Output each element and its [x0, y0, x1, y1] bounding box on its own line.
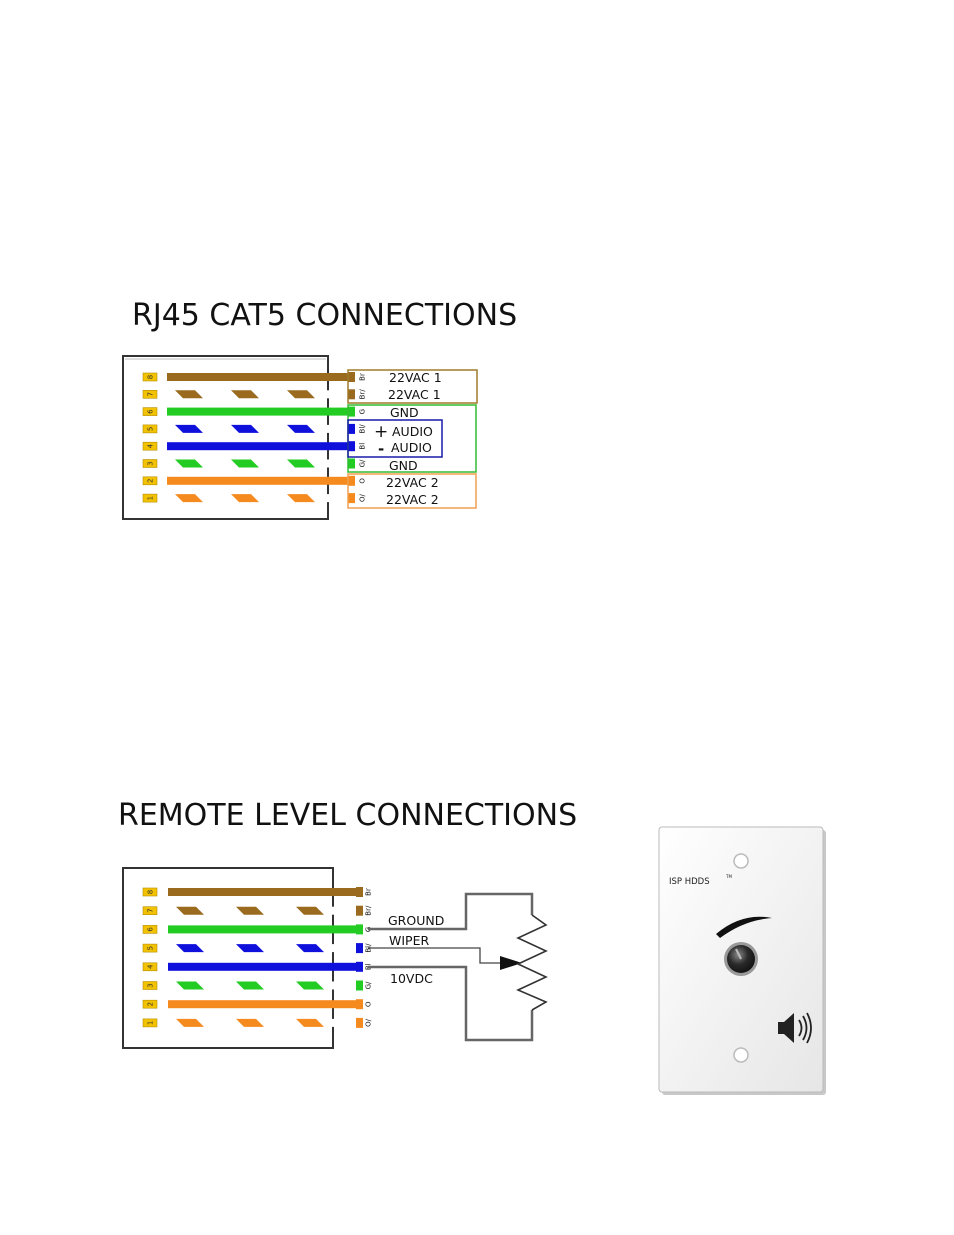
wire-label: AUDIO: [392, 424, 433, 439]
remote-wall-plate: ISP HDDS TM: [659, 827, 826, 1095]
wire-bl: [168, 963, 358, 971]
wire-bl: [167, 442, 350, 450]
pin-number: 7: [147, 392, 155, 396]
wire-terminal: [356, 981, 363, 991]
wire-terminal: [348, 459, 355, 469]
wire-terminal: [356, 962, 363, 972]
wire-color-code: Bl/: [359, 424, 367, 434]
wire-terminal: [356, 943, 363, 953]
wire-terminal: [348, 372, 355, 382]
pin-number: 2: [147, 479, 155, 483]
wire-label: GND: [389, 458, 418, 473]
wire-terminal: [356, 924, 363, 934]
wire-terminal: [348, 441, 355, 451]
wire-o: [168, 1000, 358, 1008]
wire-terminal: [356, 906, 363, 916]
wire-color-code: O: [365, 1001, 373, 1007]
wire-terminal: [348, 424, 355, 434]
wire-terminal: [356, 999, 363, 1009]
wire-label: 22VAC 2: [386, 492, 439, 507]
pin-number: 6: [147, 409, 155, 414]
potentiometer-resistor-icon: [518, 915, 546, 1010]
wire-label: 22VAC 1: [389, 370, 442, 385]
wire-terminal: [356, 887, 363, 897]
wire-color-code: Br/: [359, 389, 367, 400]
pin-number: 1: [147, 496, 155, 500]
wire-color-code: O/: [359, 494, 367, 503]
wire-color-code: G/: [365, 981, 373, 989]
wire-color-code: O: [359, 478, 367, 484]
pin-number: 5: [147, 946, 155, 950]
wire-o: [167, 477, 350, 485]
pin-number: 7: [147, 908, 155, 912]
pin-number: 4: [147, 443, 155, 448]
wire-label: GND: [390, 405, 419, 420]
pin-number: 6: [147, 927, 155, 932]
wire-color-code: Br: [359, 373, 367, 381]
pin-number: 4: [147, 964, 155, 969]
ground-label: GROUND: [388, 913, 444, 928]
wire-terminal: [348, 476, 355, 486]
pin-number: 5: [147, 427, 155, 431]
wire-label: AUDIO: [391, 440, 432, 455]
wiper-label: WIPER: [389, 933, 429, 948]
wire-color-code: Br: [365, 888, 373, 896]
audio-plus-sign: +: [374, 422, 388, 442]
vdc-label: 10VDC: [390, 971, 433, 986]
wire-color-code: G: [359, 409, 367, 414]
wiper-line: [368, 948, 500, 963]
pin-number: 3: [147, 461, 155, 465]
wire-terminal: [348, 407, 355, 417]
top-screw-hole-icon: [734, 854, 748, 868]
plate-brand: ISP HDDS: [669, 877, 710, 887]
wire-terminal: [356, 1018, 363, 1028]
rj45-connector-shade: [125, 358, 326, 360]
pin-number: 3: [147, 983, 155, 987]
wire-color-code: Bl: [359, 443, 367, 450]
wire-br: [167, 373, 350, 381]
pin-number: 2: [147, 1002, 155, 1006]
wire-color-code: G/: [359, 459, 367, 467]
pin-number: 8: [147, 375, 155, 379]
wire-color-code: O/: [365, 1018, 373, 1027]
wire-label: 22VAC 2: [386, 475, 439, 490]
wire-color-code: Br/: [365, 905, 373, 916]
wire-g: [167, 408, 350, 416]
wire-br: [168, 888, 358, 896]
pin-number: 1: [147, 1021, 155, 1025]
wire-terminal: [348, 389, 355, 399]
wire-terminal: [348, 493, 355, 503]
plate-trademark: TM: [725, 874, 732, 879]
pin-number: 8: [147, 890, 155, 894]
wire-label: 22VAC 1: [388, 387, 441, 402]
wire-g: [168, 925, 358, 933]
audio-minus-sign: -: [378, 440, 384, 458]
bottom-screw-hole-icon: [734, 1048, 748, 1062]
rj45-connector-diagram: 8 Br 7 Br/6 G 5 Bl/4 Bl 3 G/2 O 1 O/ 22VAC 1 22VAC 1 G…: [123, 356, 477, 519]
